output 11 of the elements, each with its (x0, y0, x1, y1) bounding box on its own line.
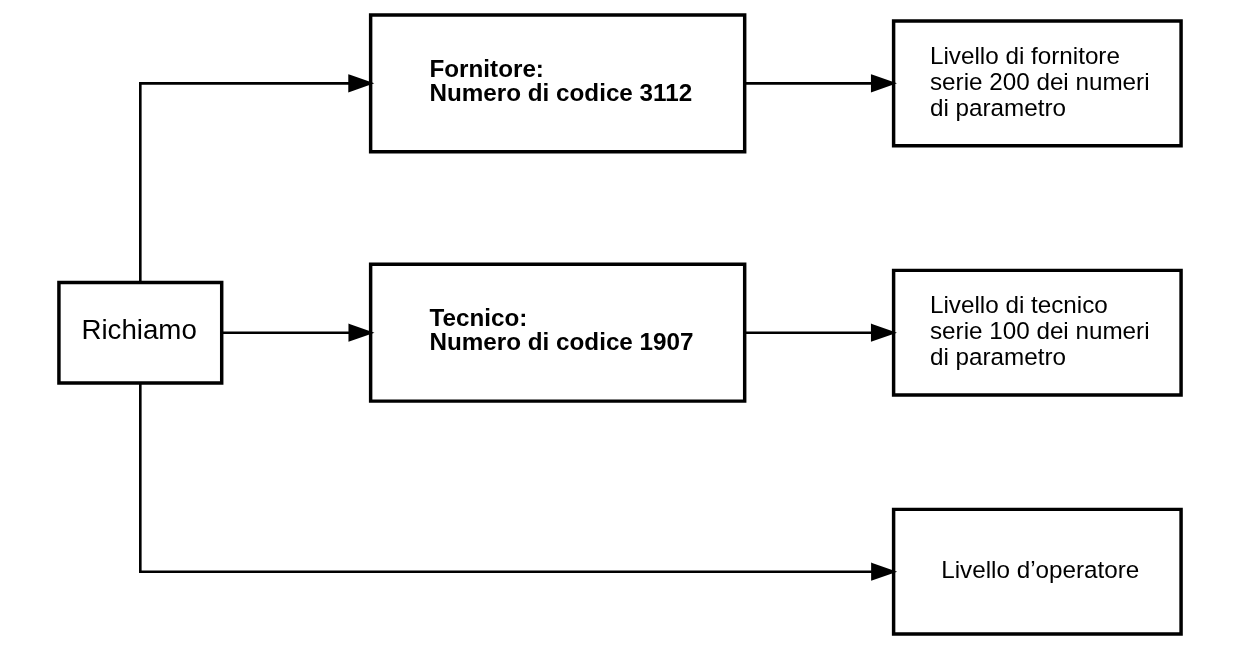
node-box: Livello di tecnico serie 100 dei numeri di parametro (891, 268, 1183, 397)
node-box: Livello di fornitore serie 200 dei numeri di parametro (891, 19, 1183, 148)
arrow (745, 323, 897, 342)
arrow (221, 323, 375, 342)
node-box: Tecnico: Numero di codice 1907 (368, 262, 747, 403)
arrow (745, 74, 897, 93)
node-box: Livello d’operatore (891, 507, 1183, 636)
arrow (139, 74, 375, 283)
node-box: Richiamo (57, 280, 224, 385)
node-box: Fornitore: Numero di codice 3112 (368, 13, 747, 154)
arrow (139, 383, 898, 581)
